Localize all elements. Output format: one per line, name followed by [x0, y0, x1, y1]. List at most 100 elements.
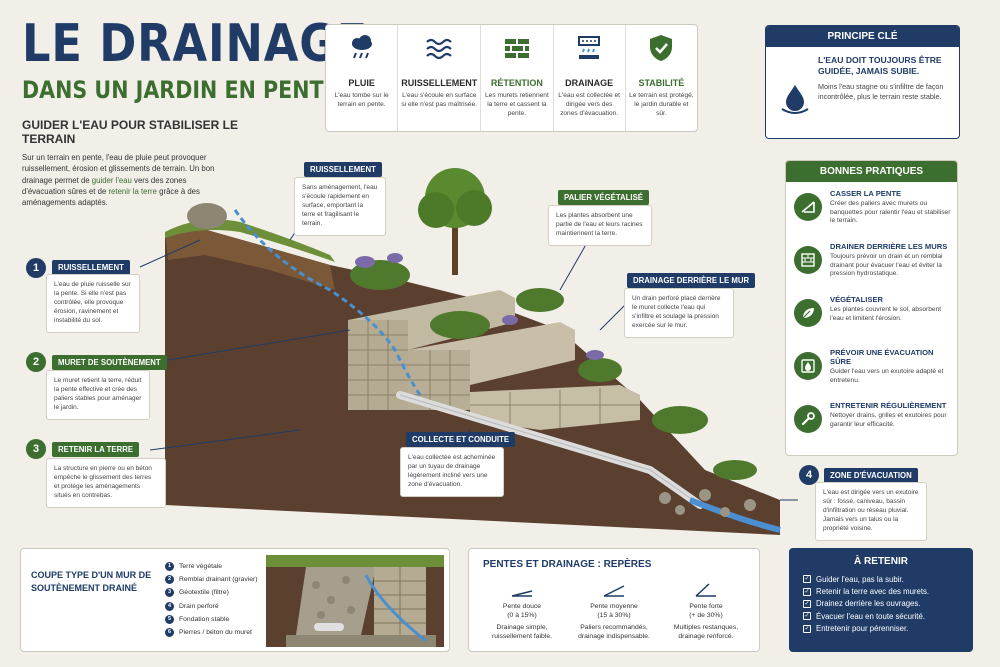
retenir-title: À RETENIR: [854, 556, 908, 567]
stage-title: RUISSELLEMENT: [401, 78, 478, 88]
pente-name: Pente moyenne: [590, 602, 638, 610]
stage-drainage: DRAINAGE L'eau est collectée et dirigée …: [554, 25, 626, 131]
gravel: [659, 489, 756, 517]
retenir-list: ✓Guider l'eau, pas la subir. ✓ Retenir la…: [789, 567, 973, 635]
callout-label-evacuation: ZONE D'ÉVACUATION: [824, 468, 918, 483]
legend-number: 4: [165, 601, 174, 611]
legend-item: 1 Terre végétale: [165, 560, 258, 573]
principe-header: PRINCIPE CLÉ: [766, 26, 959, 47]
waves-icon: [426, 38, 453, 60]
rain-cloud-icon: [351, 35, 372, 59]
practice-desc: Les plantes couvrent le sol, absorbent l…: [830, 306, 942, 322]
stage-pluie: PLUIE L'eau tombe sur le terrain en pent…: [326, 25, 399, 131]
stage-desc: L'eau tombe sur le terrain en pente.: [334, 92, 389, 108]
page-title: LE DRAINAGE: [22, 14, 369, 74]
stage-desc: L'eau est collectée et dirigée vers des …: [558, 92, 621, 117]
callout-number-4: 4: [799, 465, 819, 485]
wall-stones: [374, 567, 426, 637]
callout-label-collecte: COLLECTE ET CONDUITE: [406, 432, 516, 447]
legend-text: Fondation stable: [179, 615, 230, 623]
callout-card-ruissellement: L'eau de pluie ruisselle sur la pente. S…: [46, 274, 140, 333]
retenir-item: ✓Entretenir pour pérenniser.: [803, 623, 973, 635]
stage-retention: RÉTENTION Les murets retiennent la terre…: [481, 25, 554, 131]
callout-number-2: 2: [26, 352, 46, 372]
pente-moyenne: Pente moyenne (15 à 30%) Paliers recomma…: [569, 583, 659, 642]
retenir-text: Évacuer l'eau en toute sécurité.: [816, 611, 925, 621]
retenir-text: Retenir la terre avec des murets.: [816, 587, 930, 597]
intro-highlight: retenir la terre: [108, 186, 157, 196]
practice-title: PRÉVOIR UNE ÉVACUATION SÛRE: [830, 348, 934, 366]
legend-text: Drain perforé: [179, 602, 219, 610]
legend-item: 4 Drain perforé: [165, 600, 258, 613]
tagline: GUIDER L'EAU POUR STABILISER LE TERRAIN: [22, 118, 292, 146]
stage-stabilite: STABILITÉ Le terrain est protégé, le jar…: [626, 25, 697, 131]
coupe-title: COUPE TYPE D'UN MUR DE SOUTÈNEMENT DRAIN…: [31, 570, 152, 593]
stages-panel: PLUIE L'eau tombe sur le terrain en pent…: [325, 24, 698, 132]
callout-card-palier: Les plantes absorbent une partie de l'ea…: [548, 205, 652, 246]
stage-title: STABILITÉ: [638, 78, 685, 88]
callout-label-drainage-mur: DRAINAGE DERRIÈRE LE MUR: [627, 273, 756, 288]
stage-desc: L'eau s'écoule en surface si elle n'est …: [401, 92, 478, 108]
retenir-text: Drainez derrière les ouvrages.: [816, 599, 921, 609]
check-icon: ✓: [803, 587, 811, 596]
stage-title: RÉTENTION: [490, 78, 543, 88]
practice-title: ENTRETENIR RÉGULIÈREMENT: [830, 401, 947, 410]
slope-medium-icon: [603, 585, 625, 597]
pente-desc: Drainage simple, ruissellement faible.: [491, 624, 553, 641]
lavender-plants: [355, 253, 604, 360]
callout-number-3: 3: [26, 439, 46, 459]
stage-title: PLUIE: [348, 78, 375, 88]
callout-card-evacuation: L'eau est dirigée vers un exutoire sûr :…: [815, 482, 927, 541]
pentes-title: PENTES ET DRAINAGE : REPÈRES: [483, 559, 652, 570]
retaining-wall-bottom: [470, 385, 640, 430]
tagline-text: GUIDER L'EAU POUR STABILISER LE TERRAIN: [22, 118, 238, 146]
practice-title: CASSER LA PENTE: [830, 189, 902, 198]
legend-number: 2: [165, 575, 174, 585]
callout-card-ruissellement-top: Sans aménagement, l'eau s'écoule rapidem…: [294, 177, 386, 236]
slope-gentle-icon: [511, 590, 533, 597]
retenir-item: ✓Guider l'eau, pas la subir.: [803, 573, 973, 585]
intro-part: vers des zones d'évacuation sûres et de: [22, 175, 187, 196]
practice-item: PRÉVOIR UNE ÉVACUATION SÛRE Guider l'eau …: [786, 341, 957, 394]
legend-text: Terre végétale: [179, 563, 223, 571]
retaining-wall-upper: [348, 290, 515, 410]
legend-number: 1: [165, 562, 174, 572]
leaf-icon: [794, 299, 822, 327]
legend-text: Géotextile (filtre): [179, 589, 229, 597]
legend-number: 6: [165, 628, 174, 638]
stage-title: DRAINAGE: [565, 78, 614, 88]
pente-name: Pente forte: [689, 602, 723, 610]
callout-number-1: 1: [26, 258, 46, 278]
retenir-item: ✓Drainez derrière les ouvrages.: [803, 598, 973, 610]
practice-title: DRAINER DERRIÈRE LES MURS: [830, 242, 948, 251]
tree: [418, 168, 492, 275]
callout-card-muret: Le muret retient la terre, réduit la pen…: [46, 370, 150, 420]
shield-check-icon: [650, 35, 673, 61]
pente-name: Pente douce: [502, 602, 542, 610]
topsoil-layer: [165, 228, 335, 290]
pentes-panel: PENTES ET DRAINAGE : REPÈRES Pente douce…: [468, 548, 760, 652]
intro-part: Sur un terrain en pente, l'eau de pluie …: [22, 153, 215, 185]
slope-steep-icon: [695, 583, 716, 597]
slope-icon: [794, 193, 822, 221]
legend-number: 3: [165, 588, 174, 598]
bricks-icon: [504, 39, 529, 58]
retenir-text: Entretenir pour pérenniser.: [816, 624, 909, 634]
retenir-item: ✓ Retenir la terre avec des murets.: [803, 585, 973, 597]
intro-highlight: guider l'eau: [91, 175, 132, 185]
runoff-water: [233, 209, 422, 396]
pente-range: (0 à 15%): [507, 611, 537, 619]
principe-desc: Moins l'eau stagne ou s'infiltre de faço…: [818, 82, 944, 101]
drain-icon: [578, 36, 601, 59]
pente-range: (15 à 30%): [597, 611, 631, 619]
pente-desc: Paliers recommandés, drainage indispensa…: [578, 624, 650, 641]
practice-desc: Guider l'eau vers un exutoire adapté et …: [830, 368, 944, 384]
callout-label-muret: MURET DE SOUTÈNEMENT: [52, 355, 167, 370]
wall-drain-icon: [794, 246, 822, 274]
